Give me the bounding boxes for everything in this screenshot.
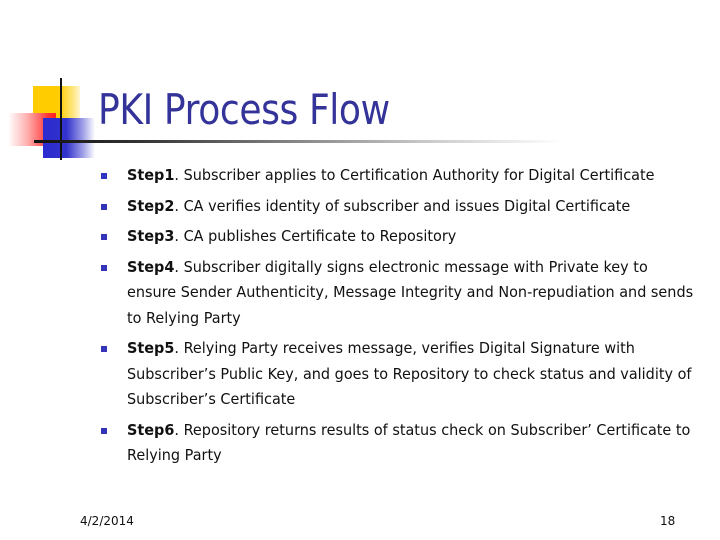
step-label: Step6 <box>127 420 175 439</box>
square-bullet-icon <box>101 346 107 352</box>
footer-date: 4/2/2014 <box>80 514 134 528</box>
step-text: . CA verifies identity of subscriber and… <box>174 196 631 215</box>
list-item-step6: Step6. Repository returns results of sta… <box>100 418 700 469</box>
slide-title: PKI Process Flow <box>98 85 390 134</box>
list-item-step3: Step3. CA publishes Certificate to Repos… <box>100 224 700 250</box>
step-text: . Subscriber digitally signs electronic … <box>127 257 694 327</box>
step-label: Step2 <box>127 196 175 215</box>
step-text: . CA publishes Certificate to Repository <box>174 227 457 245</box>
list-item-step2: Step2. CA verifies identity of subscribe… <box>100 194 700 220</box>
list-item-step1: Step1. Subscriber applies to Certificati… <box>100 163 700 189</box>
square-bullet-icon <box>101 173 107 179</box>
list-item-step4: Step4. Subscriber digitally signs electr… <box>100 255 700 332</box>
square-bullet-icon <box>101 427 107 434</box>
step-label: Step3 <box>127 227 175 245</box>
vertical-line-decoration <box>60 78 62 160</box>
step-label: Step1 <box>127 166 175 184</box>
square-bullet-icon <box>101 203 107 210</box>
list-item-step5: Step5. Relying Party receives message, v… <box>100 336 700 413</box>
step-text: . Relying Party receives message, verifi… <box>127 339 692 408</box>
step-label: Step4 <box>127 257 175 276</box>
blue-gradient-decoration <box>43 118 95 158</box>
square-bullet-icon <box>101 264 107 271</box>
square-bullet-icon <box>101 234 107 240</box>
step-text: . Subscriber applies to Certification Au… <box>174 166 655 184</box>
step-list: Step1. Subscriber applies to Certificati… <box>100 163 700 474</box>
step-label: Step5 <box>127 339 175 357</box>
slide-number: 18 <box>660 514 676 528</box>
title-underline-decoration <box>34 140 564 143</box>
step-text: . Repository returns results of status c… <box>127 420 691 465</box>
